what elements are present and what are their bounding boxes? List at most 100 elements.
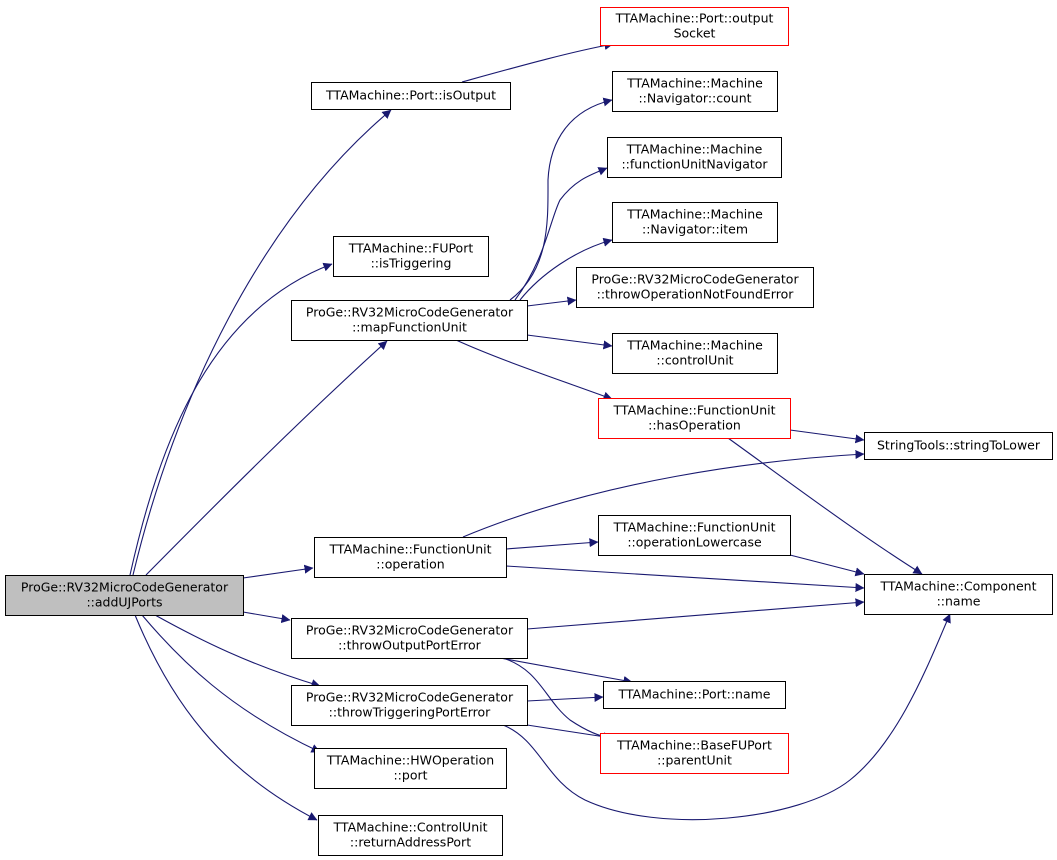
node-adduj[interactable]: ProGe::RV32MicroCodeGenerator::addUJPort…: [5, 575, 244, 616]
node-box: [291, 300, 528, 341]
node-label-line: ProGe::RV32MicroCodeGenerator: [21, 580, 229, 595]
node-label-line: ::returnAddressPort: [350, 835, 471, 850]
node-label-line: ::hasOperation: [648, 418, 741, 433]
node-label-line: ::parentUnit: [657, 753, 732, 768]
edge-arrow: [519, 237, 613, 301]
edge-arrow: [514, 167, 608, 301]
node-box: [600, 7, 789, 46]
edge-isoutput-to-outputsocket: [461, 41, 614, 83]
edge-arrow: [461, 41, 614, 83]
edge-arrow: [505, 565, 865, 592]
node-hasop[interactable]: TTAMachine::FunctionUnit::hasOperation: [598, 398, 791, 439]
edge-arrow: [526, 296, 577, 307]
edge-fuop-to-compname: [505, 565, 865, 592]
node-label-line: TTAMachine::FunctionUnit: [613, 520, 776, 535]
node-isoutput[interactable]: TTAMachine::Port::isOutput: [311, 82, 511, 110]
edge-adduj-to-hwport: [141, 614, 321, 753]
node-label-line: ::addUJPorts: [86, 595, 162, 610]
edge-arrow: [526, 334, 613, 350]
edge-adduj-to-istrig: [129, 262, 333, 576]
edges-layer: [129, 41, 951, 821]
node-label-line: TTAMachine::Port::name: [617, 687, 770, 702]
node-box: [603, 681, 786, 709]
node-label-line: TTAMachine::HWOperation: [326, 753, 494, 768]
node-portname[interactable]: TTAMachine::Port::name: [603, 681, 786, 709]
node-funav[interactable]: TTAMachine::Machine::functionUnitNavigat…: [607, 137, 782, 178]
node-label-line: ProGe::RV32MicroCodeGenerator: [306, 690, 514, 705]
node-box: [607, 137, 782, 178]
node-box: [333, 236, 489, 277]
edge-arrow: [789, 554, 865, 577]
node-label-line: ::functionUnitNavigator: [621, 157, 768, 172]
node-mapfu[interactable]: ProGe::RV32MicroCodeGenerator::mapFuncti…: [291, 300, 528, 341]
node-label-line: ::throwOperationNotFoundError: [597, 287, 795, 302]
edge-arrow: [727, 437, 923, 575]
edge-arrow: [526, 724, 613, 742]
edge-adduj-to-isoutput: [132, 109, 392, 576]
edge-throwout-to-parentunit: [502, 657, 613, 742]
edge-arrow: [499, 657, 633, 685]
edge-arrow: [145, 340, 388, 576]
node-box: [5, 575, 244, 616]
edge-adduj-to-throwout: [242, 611, 291, 624]
node-navitem[interactable]: TTAMachine::Machine::Navigator::item: [612, 202, 778, 243]
edge-throwtrig-to-parentunit: [526, 724, 613, 742]
edge-hasop-to-tolower: [789, 429, 865, 444]
edge-arrow: [154, 614, 321, 688]
node-label-line: ProGe::RV32MicroCodeGenerator: [306, 623, 514, 638]
node-box: [864, 432, 1053, 460]
node-label-line: ProGe::RV32MicroCodeGenerator: [591, 272, 799, 287]
node-box: [291, 618, 528, 659]
node-oplower[interactable]: TTAMachine::FunctionUnit::operationLower…: [598, 515, 791, 556]
edge-arrow: [505, 538, 599, 550]
edge-arrow: [502, 613, 951, 821]
node-throwopnf[interactable]: ProGe::RV32MicroCodeGenerator::throwOper…: [576, 267, 814, 308]
edge-arrow: [455, 339, 613, 401]
node-label-line: ::operationLowercase: [627, 535, 762, 550]
edge-arrow: [509, 97, 613, 301]
node-box: [600, 733, 789, 774]
node-label-line: TTAMachine::FunctionUnit: [329, 542, 492, 557]
node-box: [314, 748, 507, 789]
node-throwtrig[interactable]: ProGe::RV32MicroCodeGenerator::throwTrig…: [291, 685, 528, 726]
node-box: [598, 515, 791, 556]
node-box: [318, 815, 503, 856]
node-fuop[interactable]: TTAMachine::FunctionUnit::operation: [314, 537, 507, 578]
node-box: [612, 71, 778, 112]
node-throwout[interactable]: ProGe::RV32MicroCodeGenerator::throwOutp…: [291, 618, 528, 659]
node-label-line: StringTools::stringToLower: [877, 438, 1041, 453]
edge-arrow: [526, 598, 865, 630]
node-compname[interactable]: TTAMachine::Component::name: [864, 574, 1053, 615]
node-hwport[interactable]: TTAMachine::HWOperation::port: [314, 748, 507, 789]
node-label-line: ::controlUnit: [656, 353, 733, 368]
edge-arrow: [242, 564, 314, 579]
node-label-line: ::port: [393, 768, 427, 783]
edge-fuop-to-tolower: [462, 450, 865, 538]
edge-throwtrig-to-compname: [502, 613, 951, 821]
node-label-line: ::mapFunctionUnit: [352, 320, 467, 335]
edge-arrow: [141, 614, 321, 753]
edge-mapfu-to-throwopnf: [526, 296, 577, 307]
edge-adduj-to-mapfu: [145, 340, 388, 576]
edge-adduj-to-retaddr: [134, 614, 318, 821]
node-navcount[interactable]: TTAMachine::Machine::Navigator::count: [612, 71, 778, 112]
node-label-line: TTAMachine::Port::output: [615, 11, 774, 26]
node-parentunit[interactable]: TTAMachine::BaseFUPort::parentUnit: [600, 733, 789, 774]
edge-oplower-to-compname: [789, 554, 865, 577]
node-label-line: ::throwOutputPortError: [338, 638, 482, 653]
node-label-line: TTAMachine::Machine: [626, 142, 763, 157]
node-istrig[interactable]: TTAMachine::FUPort::isTriggering: [333, 236, 489, 277]
node-tolower[interactable]: StringTools::stringToLower: [864, 432, 1053, 460]
node-label-line: ::Navigator::item: [642, 222, 748, 237]
edge-arrow: [789, 429, 865, 444]
node-box: [612, 333, 778, 374]
edge-adduj-to-throwtrig: [154, 614, 321, 688]
node-label-line: ProGe::RV32MicroCodeGenerator: [306, 305, 514, 320]
edge-arrow: [242, 611, 291, 624]
node-controlunit[interactable]: TTAMachine::Machine::controlUnit: [612, 333, 778, 374]
edge-arrow: [132, 109, 392, 576]
node-retaddr[interactable]: TTAMachine::ControlUnit::returnAddressPo…: [318, 815, 503, 856]
node-label-line: ::throwTriggeringPortError: [329, 705, 492, 720]
